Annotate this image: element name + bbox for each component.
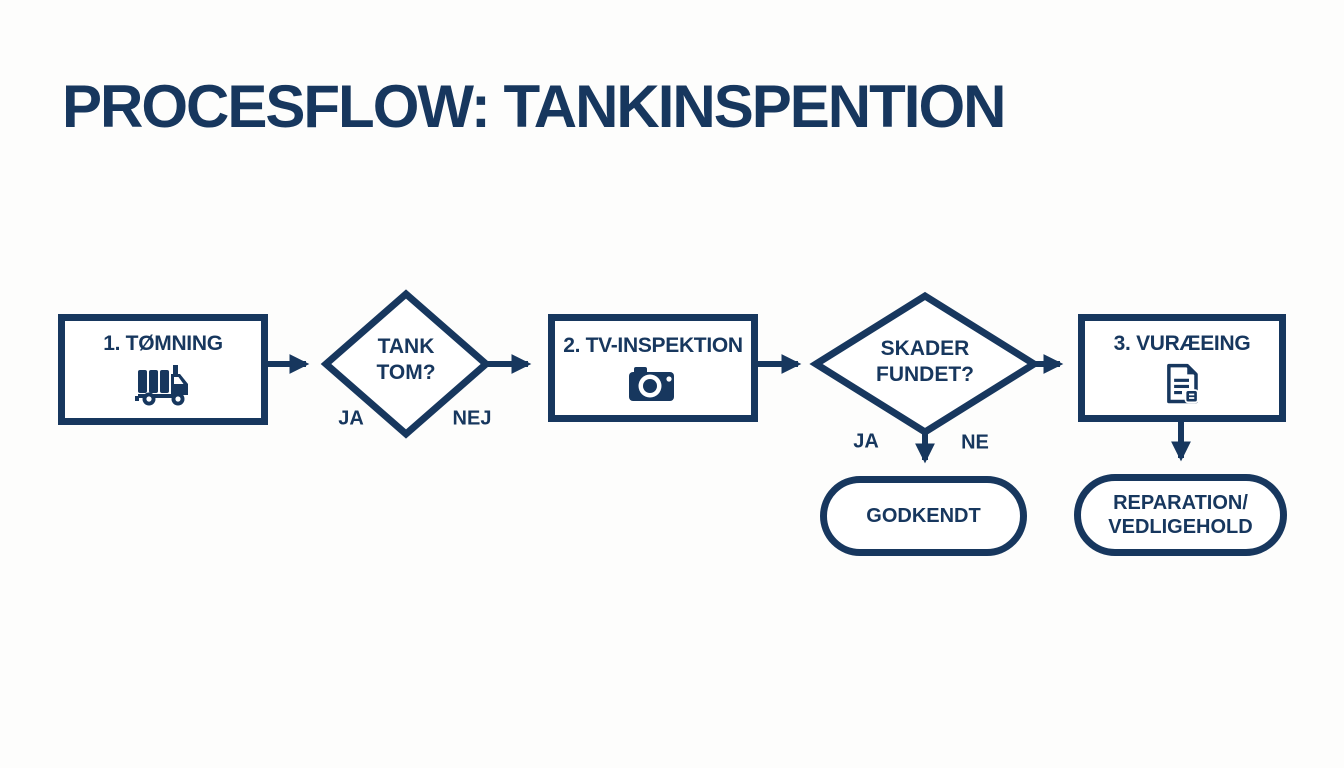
document-icon <box>1164 363 1200 405</box>
step-box-vurdering: 3. VURÆEING <box>1078 314 1286 422</box>
decision1-label: TANK TOM? <box>376 334 435 387</box>
page-title: PROCESFLOW: TANKINSPENTION <box>62 73 1006 140</box>
decision1-shape <box>320 289 492 439</box>
step-box-toemning: 1. TØMNING <box>58 314 268 425</box>
decision2-label: SKADER FUNDET? <box>876 336 974 389</box>
decision2-shape <box>809 291 1041 437</box>
outcome-godkendt: GODKENDT <box>820 476 1027 556</box>
decision1-branch-nej: NEJ <box>452 407 492 430</box>
outcome-repair-line2: VEDLIGEHOLD <box>1108 516 1253 538</box>
camera-icon <box>627 365 679 403</box>
decision2-line2: FUNDET? <box>876 363 974 386</box>
decision1-line2: TOM? <box>376 361 436 384</box>
truck-icon <box>135 363 191 407</box>
decision2-line1: SKADER <box>880 336 970 360</box>
outcome-reparation-vedligehold: REPARATION/ VEDLIGEHOLD <box>1074 474 1287 556</box>
decision2-branch-ja: JA <box>853 430 879 453</box>
step-box-tv-inspektion: 2. TV-INSPEKTION <box>548 314 758 422</box>
decision1-branch-ja: JA <box>338 407 364 430</box>
step3-label: 3. VURÆEING <box>1113 331 1251 355</box>
step2-label: 2. TV-INSPEKTION <box>563 333 743 357</box>
outcome-godkendt-label: GODKENDT <box>866 505 981 527</box>
decision1-line1: TANK <box>377 334 435 358</box>
outcome-repair-line1: REPARATION/ <box>1113 492 1248 514</box>
decision2-branch-ne: NE <box>961 431 989 454</box>
step1-label: 1. TØMNING <box>103 332 223 355</box>
